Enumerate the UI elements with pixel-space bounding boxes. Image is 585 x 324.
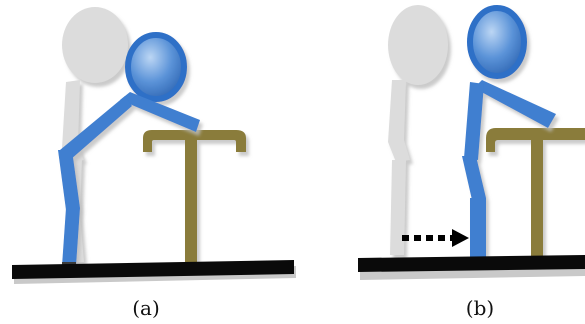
walker-b [486, 128, 585, 260]
caption-a: (a) [132, 296, 160, 320]
walker-a [143, 130, 246, 270]
blue-thigh-b [462, 156, 486, 200]
walker-post-b [531, 138, 543, 260]
panel-a: (a) [12, 7, 296, 320]
blue-head-a [128, 35, 184, 99]
caption-b: (b) [466, 296, 494, 320]
gray-head-b [388, 5, 448, 85]
blue-torso-b [464, 82, 484, 160]
walker-post-a [185, 138, 197, 264]
panel-b: (b) [358, 5, 585, 320]
gray-figure-b [388, 5, 448, 255]
arrow-head [452, 229, 469, 247]
gray-torso-b [388, 80, 410, 162]
blue-head-b [470, 8, 524, 76]
blue-arm-b [474, 80, 556, 128]
floor-b [358, 255, 585, 280]
gray-head-a [62, 7, 128, 83]
floor-a [12, 260, 296, 284]
dotted-right-arrow-icon [402, 229, 469, 247]
blue-shin-b [470, 198, 486, 258]
